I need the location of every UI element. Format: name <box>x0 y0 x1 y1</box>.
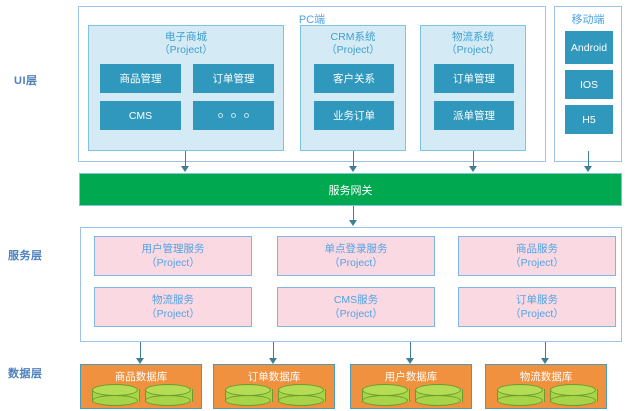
database-cylinder-icon <box>361 384 410 406</box>
project-logistics-title: 物流系统 （Project） <box>446 31 500 56</box>
connector-services-to-user-db <box>410 342 411 359</box>
database-logistics[interactable]: 物流数据库 <box>485 364 607 409</box>
module-h5[interactable]: H5 <box>565 105 613 134</box>
project-ecommerce[interactable]: 电子商城 （Project） 商品管理 订单管理 CMS <box>88 25 284 151</box>
connector-mobile-to-gateway <box>588 151 589 167</box>
project-crm-title: CRM系统 （Project） <box>326 31 380 56</box>
module-business-order[interactable]: 业务订单 <box>314 101 394 130</box>
module-ios[interactable]: IOS <box>565 70 613 99</box>
ellipsis-icon <box>218 113 249 118</box>
layer-label-data: 数据层 <box>8 368 43 380</box>
project-logistics[interactable]: 物流系统 （Project） 订单管理 派单管理 <box>420 25 526 151</box>
service-logistics[interactable]: 物流服务 （Project） <box>94 287 252 327</box>
database-cylinder-icon <box>277 384 326 406</box>
database-cylinder-icon <box>414 384 463 406</box>
pc-panel-title: PC端 <box>298 14 326 26</box>
service-product[interactable]: 商品服务 （Project） <box>458 236 616 276</box>
service-order[interactable]: 订单服务 （Project） <box>458 287 616 327</box>
mobile-panel: 移动端 Android IOS H5 <box>554 6 622 162</box>
database-order[interactable]: 订单数据库 <box>213 364 335 409</box>
connector-services-to-product-db <box>140 342 141 359</box>
module-customer-relations[interactable]: 客户关系 <box>314 64 394 93</box>
database-cylinder-icon <box>91 384 140 406</box>
arrow-services-to-order-db <box>269 358 277 364</box>
module-cms[interactable]: CMS <box>100 101 181 130</box>
service-gateway-bar[interactable]: 服务网关 <box>79 173 622 206</box>
cylinder-group <box>351 384 471 406</box>
arrow-logistics-to-gateway <box>469 166 477 172</box>
database-cylinder-icon <box>144 384 193 406</box>
connector-services-to-logistics-db <box>545 342 546 359</box>
database-user[interactable]: 用户数据库 <box>350 364 472 409</box>
database-cylinder-icon <box>224 384 273 406</box>
arrow-services-to-logistics-db <box>541 358 549 364</box>
cylinder-group <box>214 384 334 406</box>
database-logistics-label: 物流数据库 <box>519 371 573 383</box>
module-logistics-order-management[interactable]: 订单管理 <box>434 64 514 93</box>
layer-label-service: 服务层 <box>8 250 43 262</box>
project-ecommerce-title: 电子商城 （Project） <box>159 31 213 56</box>
connector-ecommerce-to-gateway <box>185 151 186 167</box>
cylinder-group <box>81 384 201 406</box>
module-more-ellipsis[interactable] <box>193 101 274 130</box>
service-sso[interactable]: 单点登录服务 （Project） <box>277 236 435 276</box>
arrow-services-to-user-db <box>406 358 414 364</box>
database-cylinder-icon <box>496 384 545 406</box>
arrow-services-to-product-db <box>136 358 144 364</box>
arrow-ecommerce-to-gateway <box>181 166 189 172</box>
module-product-management[interactable]: 商品管理 <box>100 64 181 93</box>
database-order-label: 订单数据库 <box>247 371 301 383</box>
connector-logistics-to-gateway <box>473 151 474 167</box>
service-user-management[interactable]: 用户管理服务 （Project） <box>94 236 252 276</box>
connector-gateway-to-services <box>353 206 354 221</box>
module-dispatch-management[interactable]: 派单管理 <box>434 101 514 130</box>
connector-services-to-order-db <box>273 342 274 359</box>
connector-crm-to-gateway <box>353 151 354 167</box>
database-product-label: 商品数据库 <box>114 371 168 383</box>
database-product[interactable]: 商品数据库 <box>80 364 202 409</box>
layer-label-ui: UI层 <box>14 75 38 87</box>
module-order-management[interactable]: 订单管理 <box>193 64 274 93</box>
module-android[interactable]: Android <box>565 31 613 64</box>
database-user-label: 用户数据库 <box>384 371 438 383</box>
database-cylinder-icon <box>549 384 598 406</box>
service-cms[interactable]: CMS服务 （Project） <box>277 287 435 327</box>
arrow-crm-to-gateway <box>349 166 357 172</box>
cylinder-group <box>486 384 606 406</box>
mobile-panel-title: 移动端 <box>571 14 605 26</box>
arrow-gateway-to-services <box>349 220 357 226</box>
arrow-mobile-to-gateway <box>584 166 592 172</box>
project-crm[interactable]: CRM系统 （Project） 客户关系 业务订单 <box>300 25 406 151</box>
